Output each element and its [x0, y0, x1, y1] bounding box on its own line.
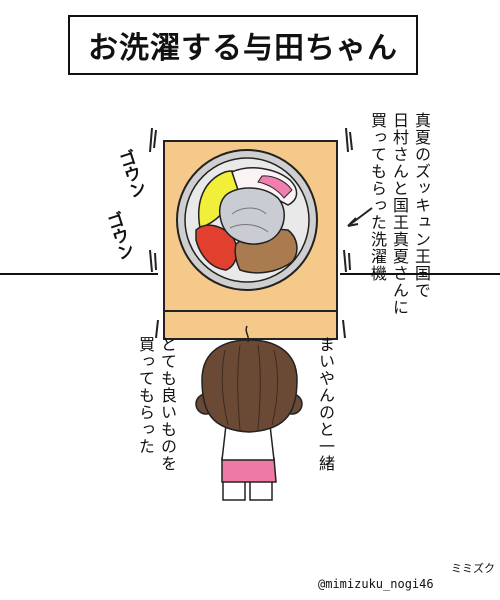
credit-name: ミミズク: [451, 562, 495, 575]
floor-line-left: [0, 273, 158, 275]
caption-middle: まいやんのと一緒: [316, 336, 335, 472]
credit-handle: @mimizuku_nogi46: [318, 577, 434, 591]
title-box: お洗濯する与田ちゃん: [68, 15, 418, 75]
floor-line-right: [340, 273, 500, 275]
shake-lines: [149, 127, 353, 339]
caption-left: とても良いものを 買ってもらった: [136, 336, 177, 472]
caption-right: 真夏のズッキュン王国で 日村さんと国王真夏さんに 買ってもらった洗濯機: [368, 112, 431, 316]
washing-machine-base: [163, 310, 338, 340]
page-title: お洗濯する与田ちゃん: [88, 31, 398, 66]
